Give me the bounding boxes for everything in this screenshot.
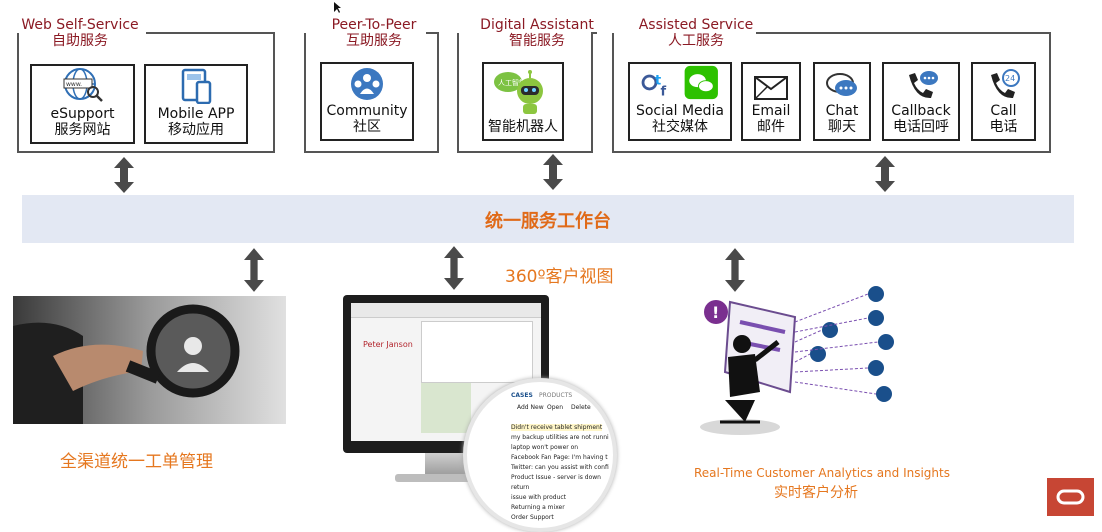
tablet-phone-icon [181, 68, 212, 104]
svg-text:f: f [661, 84, 667, 99]
double-arrow-tickets [244, 248, 264, 292]
double-arrow-digital [543, 154, 563, 190]
tile-esupport[interactable]: www. eSupport 服务网站 [30, 64, 135, 144]
tile-community[interactable]: Community 社区 [320, 62, 414, 141]
double-arrow-web [114, 157, 134, 193]
chat-bubble-icon [826, 73, 857, 96]
monitor: Peter Janson [343, 295, 549, 453]
case-row[interactable]: Twitter: can you assist with confi [511, 464, 609, 471]
people-icon [351, 68, 383, 100]
phone-callback-icon [909, 71, 938, 99]
svg-text:24: 24 [1005, 74, 1015, 83]
social-media-icon: t f [641, 65, 718, 99]
case-row[interactable]: my backup utilities are not runni [511, 434, 609, 441]
case-action-delete[interactable]: Delete [571, 404, 591, 411]
robot-icon: 人工智能 [494, 70, 543, 114]
mouse-cursor [334, 2, 341, 13]
double-arrow-360 [444, 246, 464, 290]
case-list-magnifier: CASES PRODUCTS Add New Open Delete Didn'… [463, 378, 617, 532]
unified-workbench-band: 统一服务工作台 [22, 195, 1074, 243]
tile-mobile-app[interactable]: Mobile APP 移动应用 [144, 64, 248, 144]
case-row[interactable]: issue with product [511, 494, 567, 501]
tile-call[interactable]: 24 Call 电话 [971, 62, 1036, 141]
case-action-add[interactable]: Add New [517, 404, 544, 411]
group-frames [17, 32, 1051, 153]
tab-cases[interactable]: CASES [511, 392, 533, 399]
double-arrow-assisted [875, 156, 895, 192]
customer-name: Peter Janson [363, 340, 413, 349]
case-row[interactable]: Didn't receive tablet shipment [511, 424, 603, 431]
tab-products[interactable]: PRODUCTS [539, 392, 573, 399]
globe-icon: www. [63, 68, 103, 102]
case-row[interactable]: Order Support [511, 514, 554, 521]
phone-24-icon: 24 [990, 69, 1020, 99]
ticket-management-label: 全渠道统一工单管理 [60, 452, 213, 472]
robot-speech-bubble: 人工智能 [498, 78, 526, 87]
oracle-logo [1047, 478, 1094, 516]
analytics-en-label: Real-Time Customer Analytics and Insight… [694, 466, 950, 480]
svg-text:!: ! [712, 303, 719, 322]
envelope-icon [754, 76, 788, 100]
tile-robot[interactable]: 人工智能 智能机器人 [482, 62, 564, 141]
magnifier-photo [13, 296, 286, 424]
svg-text:www.: www. [66, 81, 82, 88]
tile-callback[interactable]: Callback 电话回呼 [882, 62, 960, 141]
case-row[interactable]: return [511, 484, 530, 491]
analytics-illustration: ! [700, 286, 894, 435]
analytics-cn-label: 实时客户分析 [774, 485, 858, 501]
svg-text:t: t [655, 73, 661, 88]
case-row[interactable]: Returning a mixer [511, 504, 565, 511]
monitor-base [395, 474, 499, 482]
band-title: 统一服务工作台 [485, 211, 611, 232]
case-row[interactable]: laptop won't power on [511, 444, 579, 451]
tile-social-media[interactable]: t f Social Media 社交媒体 [628, 62, 732, 141]
case-row[interactable]: Product Issue - server is down [511, 474, 601, 481]
view360-title: 360º客户视图 [505, 267, 614, 287]
tile-email[interactable]: Email 邮件 [741, 62, 801, 141]
tile-chat[interactable]: Chat 聊天 [813, 62, 871, 141]
case-action-open[interactable]: Open [547, 404, 564, 411]
double-arrow-analytics [725, 248, 745, 292]
case-row[interactable]: Facebook Fan Page: I'm having t [511, 454, 608, 461]
monitor-stand [425, 453, 469, 475]
